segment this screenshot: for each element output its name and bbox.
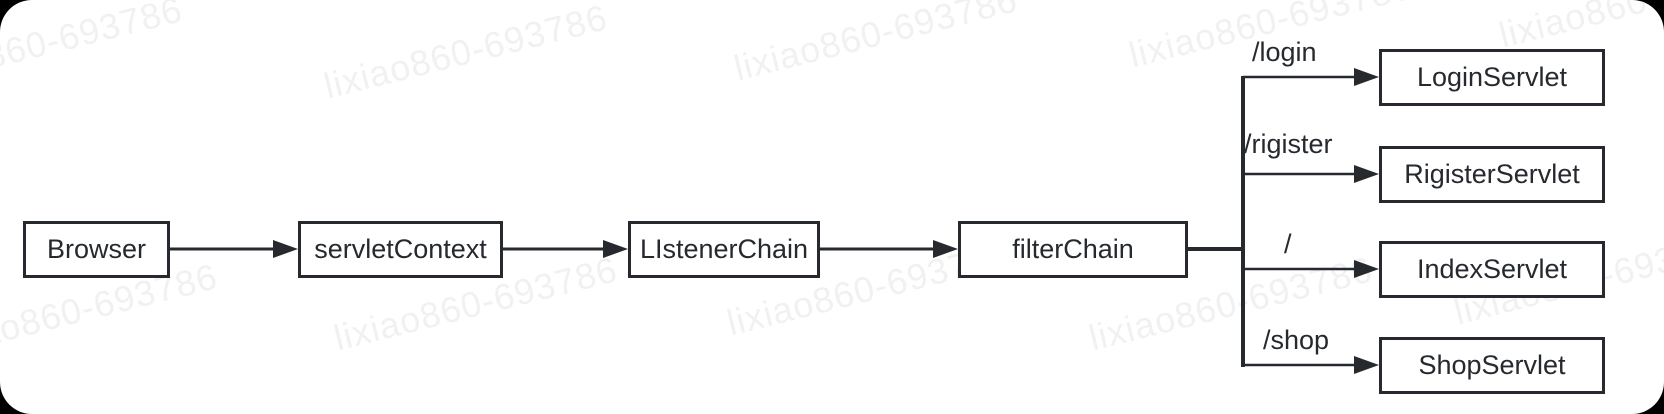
node-listener-chain: LIstenerChain (628, 221, 820, 278)
node-index-servlet: IndexServlet (1379, 241, 1605, 298)
node-login-servlet: LoginServlet (1379, 49, 1605, 106)
node-shop-servlet: ShopServlet (1379, 337, 1605, 394)
branch-label-shop: /shop (1263, 325, 1330, 355)
branch-label-index: / (1284, 229, 1292, 259)
node-servlet-context: servletContext (298, 221, 503, 278)
branch-label-login: /login (1252, 37, 1317, 67)
node-browser: Browser (23, 221, 170, 278)
branch-label-rigister: /rigister (1244, 129, 1333, 159)
node-rigister-servlet: RigisterServlet (1379, 146, 1605, 203)
node-filter-chain: filterChain (958, 221, 1188, 278)
